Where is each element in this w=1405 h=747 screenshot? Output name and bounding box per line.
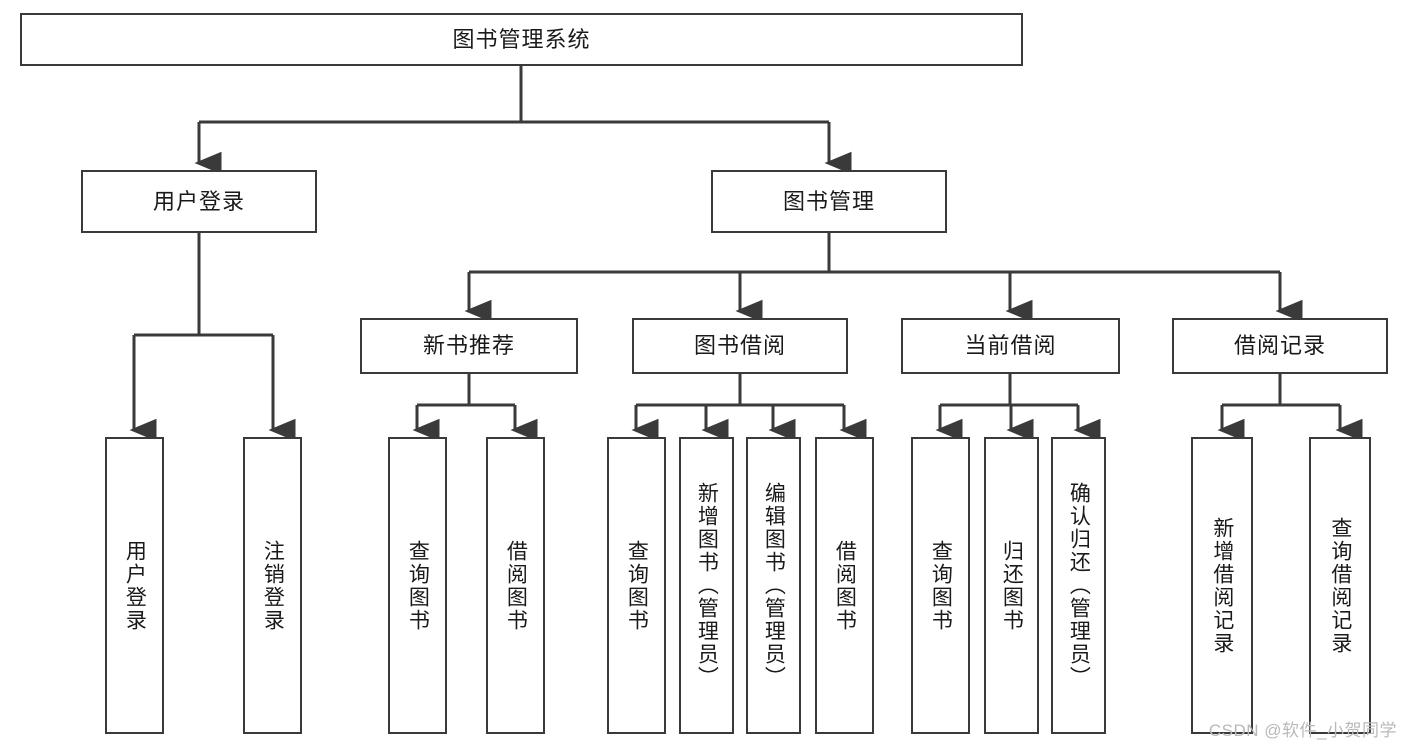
leaf-node[interactable]: 确认归还（管理员） [1051, 437, 1106, 734]
leaf-node[interactable]: 编辑图书（管理员） [746, 437, 801, 734]
leaf-node-label: 归还图书 [1000, 539, 1024, 632]
leaf-node-label: 借阅图书 [833, 539, 857, 632]
node-level3-borrow-record-label: 借阅记录 [1233, 333, 1326, 359]
leaf-node-label: 查询图书 [625, 539, 649, 632]
leaf-node[interactable]: 借阅图书 [486, 437, 545, 734]
leaf-node[interactable]: 查询图书 [607, 437, 666, 734]
watermark-text: CSDN @软件_小贺同学 [1208, 721, 1397, 740]
leaf-node-label: 编辑图书（管理员） [762, 482, 786, 689]
leaf-node[interactable]: 查询图书 [388, 437, 447, 734]
node-level2-user-login-label: 用户登录 [152, 188, 245, 214]
leaf-node-label: 查询借阅记录 [1328, 516, 1352, 655]
node-level2-book-management-label: 图书管理 [782, 188, 875, 214]
leaf-node[interactable]: 查询图书 [911, 437, 970, 734]
node-root[interactable]: 图书管理系统 [20, 13, 1023, 66]
node-level3-book-borrow[interactable]: 图书借阅 [632, 318, 848, 374]
node-level3-new-book-recommend-label: 新书推荐 [422, 333, 515, 359]
node-level2-user-login[interactable]: 用户登录 [81, 170, 317, 233]
leaf-node[interactable]: 新增借阅记录 [1191, 437, 1253, 734]
leaf-node[interactable]: 新增图书（管理员） [679, 437, 734, 734]
node-level3-current-borrow-label: 当前借阅 [964, 333, 1057, 359]
leaf-node-label: 查询图书 [406, 539, 430, 632]
leaf-node[interactable]: 归还图书 [984, 437, 1039, 734]
leaf-node-label: 确认归还（管理员） [1067, 482, 1091, 689]
node-root-label: 图书管理系统 [452, 26, 591, 52]
leaf-node-label: 用户登录 [123, 539, 147, 632]
node-level3-current-borrow[interactable]: 当前借阅 [901, 318, 1120, 374]
leaf-node-label: 新增图书（管理员） [695, 482, 719, 689]
node-level3-borrow-record[interactable]: 借阅记录 [1172, 318, 1388, 374]
node-level3-new-book-recommend[interactable]: 新书推荐 [360, 318, 578, 374]
node-level2-book-management[interactable]: 图书管理 [711, 170, 947, 233]
leaf-node[interactable]: 借阅图书 [815, 437, 874, 734]
node-level3-book-borrow-label: 图书借阅 [693, 333, 786, 359]
leaf-node-label: 查询图书 [929, 539, 953, 632]
leaf-node-label: 借阅图书 [504, 539, 528, 632]
leaf-node-label: 新增借阅记录 [1210, 516, 1234, 655]
leaf-node[interactable]: 查询借阅记录 [1309, 437, 1371, 734]
leaf-node-label: 注销登录 [261, 539, 285, 632]
leaf-node[interactable]: 用户登录 [105, 437, 164, 734]
leaf-node[interactable]: 注销登录 [243, 437, 302, 734]
